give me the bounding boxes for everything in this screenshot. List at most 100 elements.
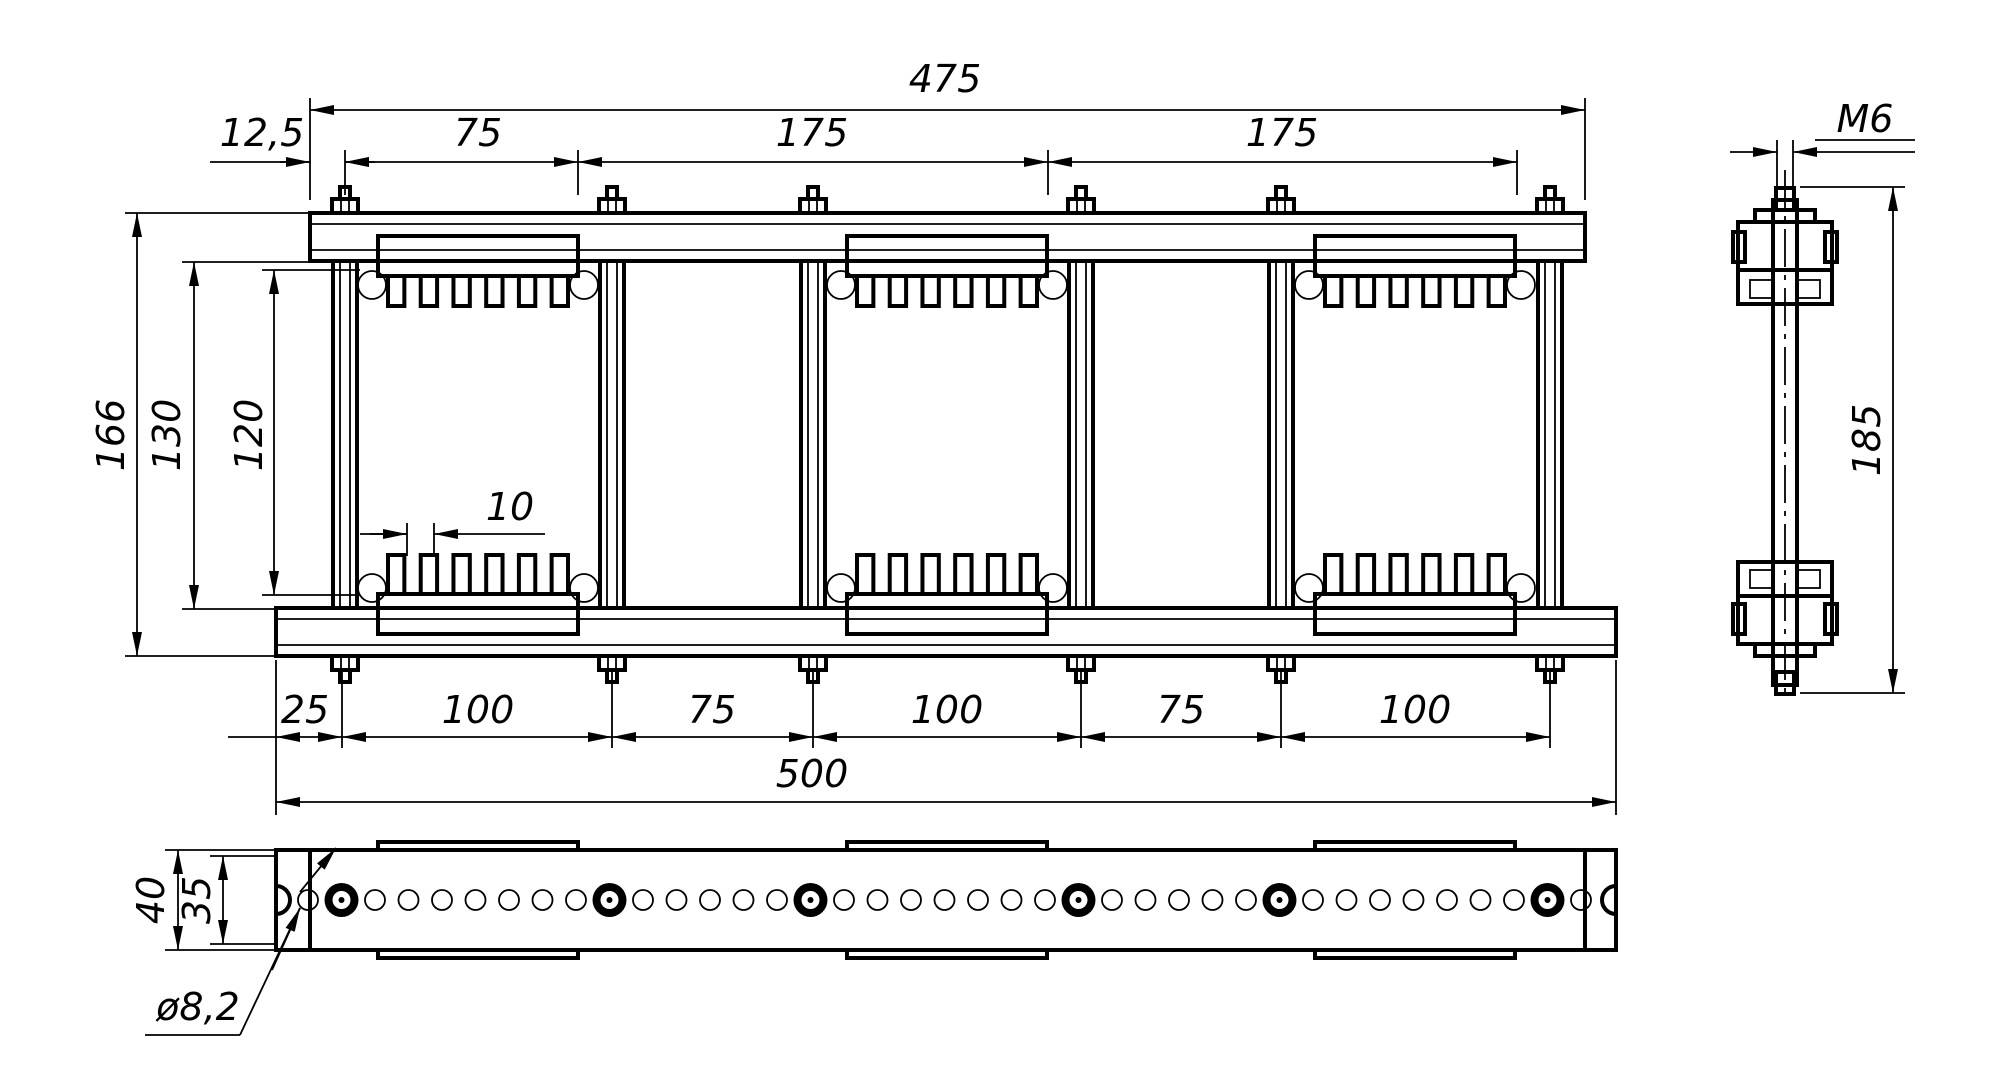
dim-75-b: 75: [1157, 688, 1205, 732]
dim-100-a: 100: [442, 688, 515, 732]
mounting-hole: [833, 889, 855, 911]
mounting-hole: [431, 889, 453, 911]
busbar-clamps: [357, 234, 1536, 636]
mounting-holes: [297, 883, 1592, 917]
hex-nut: [1535, 197, 1565, 215]
bolt-hole-center: [1544, 897, 1551, 903]
hex-nut: [798, 197, 828, 215]
clamp-washer: [569, 573, 599, 603]
dim-75-top: 75: [454, 111, 502, 155]
dim-500: 500: [776, 752, 849, 796]
mounting-hole: [866, 889, 889, 911]
mounting-hole: [364, 889, 386, 911]
hex-nut: [1066, 654, 1096, 672]
bolt-hole-center: [1276, 897, 1283, 903]
dim-100-b: 100: [911, 688, 984, 732]
side-view: M6 185: [1730, 97, 1915, 700]
lower-clamp-block: [376, 592, 580, 636]
mounting-hole: [1335, 889, 1358, 911]
mounting-hole: [1369, 889, 1391, 911]
bolt-stub: [338, 668, 352, 684]
mounting-hole: [732, 889, 755, 911]
clamp-washer: [1294, 270, 1324, 300]
clamp-washer: [569, 270, 599, 300]
dim-m6: M6: [1837, 97, 1894, 141]
dim-10: 10: [486, 485, 534, 529]
mounting-hole: [565, 889, 587, 911]
upper-clamp-block: [845, 234, 1049, 278]
mounting-hole: [297, 889, 319, 911]
side-top-clamp: [1731, 208, 1839, 306]
side-bottom-clamp: [1731, 560, 1839, 658]
insulator-rods: [331, 259, 1564, 610]
lower-clamp-teeth: [386, 553, 570, 596]
bolt-hole-center: [338, 897, 345, 903]
dim-175-right: 175: [1246, 111, 1319, 155]
lower-clamp-teeth: [855, 553, 1039, 596]
dim-130: 130: [145, 399, 189, 472]
hex-nut: [330, 197, 360, 215]
clamp-washer: [1038, 573, 1068, 603]
mounting-hole: [397, 889, 420, 911]
mounting-hole: [1168, 889, 1190, 911]
clamp-washer: [826, 573, 856, 603]
clamp-washer: [1506, 270, 1536, 300]
clamp-washer: [357, 270, 387, 300]
bolt-stub: [1074, 185, 1088, 201]
upper-clamp-teeth: [1323, 274, 1507, 308]
bolt-stub: [605, 185, 619, 201]
mounting-hole: [1503, 889, 1525, 911]
dim-475: 475: [909, 57, 982, 101]
mounting-hole: [1436, 889, 1458, 911]
lower-clamp-teeth: [1323, 553, 1507, 596]
insulator-rod: [799, 259, 827, 610]
insulator-rod: [598, 259, 626, 610]
insulator-rod: [1067, 259, 1095, 610]
hex-nut: [597, 197, 627, 215]
clamp-washer: [826, 270, 856, 300]
bolt-hole-center: [606, 897, 613, 903]
hex-nut: [1266, 197, 1296, 215]
bolt-hole-center: [807, 897, 814, 903]
mounting-hole: [933, 889, 956, 911]
bolt-stub: [1274, 185, 1288, 201]
dim-40: 40: [129, 876, 173, 924]
lower-clamp-block: [845, 592, 1049, 636]
dim-75-a: 75: [688, 688, 736, 732]
bolt-hole-center: [1075, 897, 1082, 903]
mounting-hole: [1000, 889, 1023, 911]
hex-nut: [330, 654, 360, 672]
mounting-hole: [464, 889, 487, 911]
mounting-hole: [498, 889, 520, 911]
upper-clamp-block: [376, 234, 580, 278]
dim-120: 120: [227, 399, 271, 472]
dim-35: 35: [175, 876, 219, 924]
mounting-hole: [632, 889, 654, 911]
top-busbar: [308, 211, 1587, 263]
mounting-hole: [1469, 889, 1492, 911]
upper-clamp-block: [1313, 234, 1517, 278]
hex-nut: [798, 654, 828, 672]
hex-nut: [1266, 654, 1296, 672]
mounting-hole: [1201, 889, 1224, 911]
mounting-hole: [1402, 889, 1425, 911]
mounting-hole: [1235, 889, 1257, 911]
dim-100-c: 100: [1379, 688, 1452, 732]
mounting-hole: [699, 889, 721, 911]
dim-166: 166: [89, 399, 133, 472]
mounting-hole: [1034, 889, 1056, 911]
bottom-view: 40 35 ø8,2: [129, 840, 1618, 1036]
clamp-washer: [1038, 270, 1068, 300]
dim-12-5: 12,5: [220, 111, 305, 155]
front-dimensions: 475 12,5 75 175 175 166 130 120 10 25 10…: [89, 57, 1617, 815]
clamp-washer: [1506, 573, 1536, 603]
insulator-rod: [331, 259, 359, 610]
hex-nut: [597, 654, 627, 672]
mounting-hole: [1302, 889, 1324, 911]
dim-185: 185: [1845, 404, 1889, 477]
dim-25: 25: [281, 688, 329, 732]
dim-hole-diameter: ø8,2: [155, 985, 240, 1029]
upper-clamp-teeth: [855, 274, 1039, 308]
hex-nut: [1066, 197, 1096, 215]
